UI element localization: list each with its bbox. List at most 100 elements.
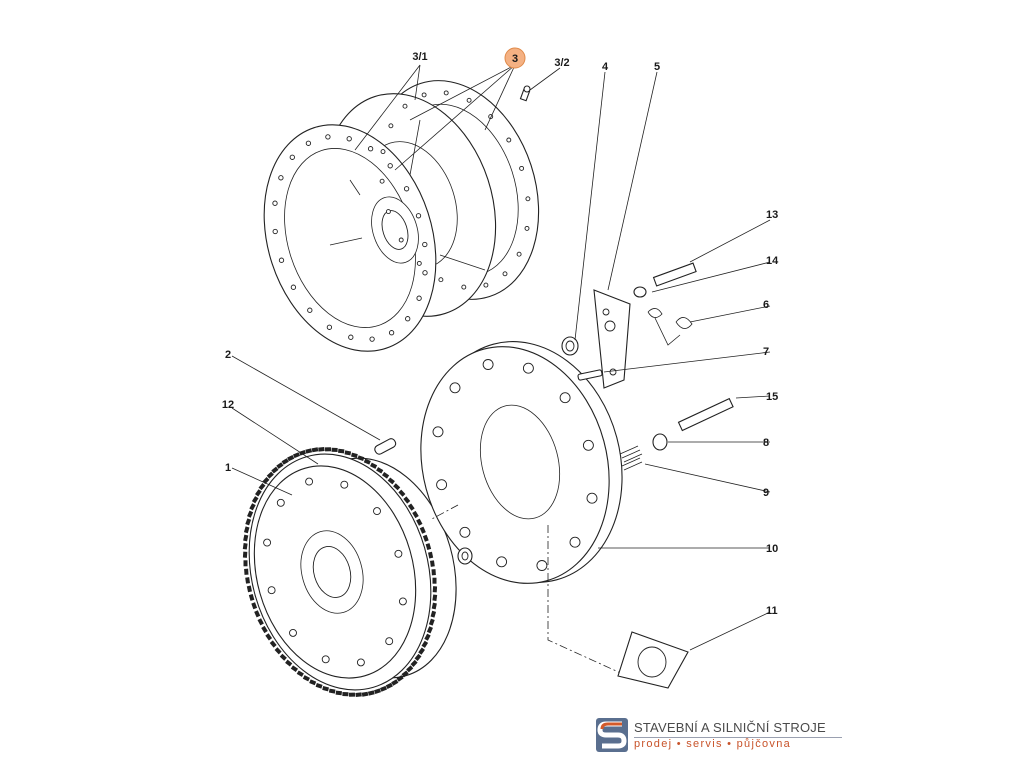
- gear-tooth: [242, 543, 248, 550]
- gear-tooth: [305, 448, 313, 454]
- gear-tooth: [412, 510, 419, 519]
- brand-name: STAVEBNÍ A SILNIČNÍ STROJE: [634, 720, 826, 735]
- rivet-hole: [502, 271, 508, 277]
- gear-tooth: [407, 503, 415, 511]
- callout-8: 8: [763, 437, 769, 449]
- gear-tooth: [379, 685, 388, 692]
- gear-tooth: [245, 518, 252, 526]
- pressure-plate-holes: [432, 359, 598, 571]
- gear-tooth: [258, 483, 266, 491]
- gear-tooth: [416, 518, 423, 526]
- gear-tooth: [255, 489, 262, 497]
- gear-tooth: [249, 503, 256, 511]
- release-lever-bracket: [593, 289, 631, 389]
- callout-highlight: [504, 47, 526, 69]
- rivet-hole: [278, 257, 285, 263]
- gear-tooth: [398, 489, 406, 497]
- callout-1: 1: [225, 462, 231, 474]
- gear-tooth: [431, 602, 437, 610]
- gear-tooth: [432, 594, 438, 601]
- gear-tooth: [351, 452, 358, 458]
- gear-tooth: [254, 610, 261, 618]
- gear-tooth: [348, 692, 356, 697]
- pressure-plate: [420, 341, 623, 584]
- gear-tooth: [376, 467, 384, 474]
- gear-tooth: [403, 496, 411, 504]
- rivet-hole: [524, 225, 530, 231]
- gear-tooth: [422, 534, 429, 542]
- rivet-hole: [379, 178, 385, 184]
- bolt-hole: [385, 637, 394, 646]
- rivet-hole: [387, 163, 393, 169]
- rivet-hole: [461, 284, 467, 290]
- bolt-hole: [569, 536, 581, 548]
- gear-tooth: [374, 688, 381, 695]
- bolt-hole: [559, 392, 571, 404]
- gear-tooth: [261, 625, 268, 634]
- rivet-hole: [402, 103, 408, 109]
- gear-tooth: [418, 647, 425, 655]
- rivet-hole: [422, 270, 428, 276]
- gear-tooth: [311, 447, 319, 453]
- callout-6: 6: [763, 299, 769, 311]
- disc-rivet-holes: [272, 90, 531, 342]
- callout-12: 12: [222, 399, 234, 411]
- rivet-hole: [438, 277, 444, 283]
- bolt-hole: [496, 556, 508, 568]
- rivet-hole: [325, 134, 331, 140]
- bolt-hole: [263, 538, 272, 547]
- gear-tooth: [276, 462, 284, 469]
- gear-tooth: [245, 577, 250, 584]
- bolt-hole: [582, 439, 594, 451]
- bolt-hole: [586, 492, 598, 504]
- gear-tooth: [296, 670, 304, 677]
- bolt-hole: [436, 479, 448, 491]
- gear-tooth: [430, 560, 435, 567]
- callout-14: 14: [766, 255, 779, 267]
- gear-tooth: [247, 510, 254, 518]
- gear-tooth: [421, 640, 429, 648]
- brand-logo-block: STAVEBNÍ A SILNIČNÍ STROJE prodej • serv…: [596, 718, 846, 752]
- gear-tooth: [419, 526, 426, 534]
- rivet-hole: [388, 123, 394, 129]
- gear-tooth: [243, 526, 250, 534]
- callout-5: 5: [654, 61, 660, 73]
- gear-tooth: [331, 447, 338, 453]
- gear-tooth: [357, 455, 365, 462]
- gear-tooth: [324, 447, 332, 452]
- gear-tooth: [265, 633, 273, 641]
- rivet-hole: [443, 90, 449, 96]
- gear-tooth: [370, 462, 378, 469]
- gear-tooth: [242, 551, 248, 558]
- callout-3-2: 3/2: [554, 57, 569, 69]
- gear-tooth: [281, 458, 289, 465]
- rivet-hole: [416, 260, 422, 266]
- bolt-hole: [536, 560, 548, 571]
- gear-tooth: [246, 585, 252, 593]
- spring-6: [647, 308, 693, 346]
- rivet-hole: [326, 324, 333, 330]
- bolt-hole: [432, 426, 444, 438]
- rivet-hole: [278, 175, 284, 181]
- bolt-hole: [276, 498, 285, 507]
- bolt-15: [677, 397, 734, 432]
- gear-tooth: [432, 586, 438, 593]
- gear-tooth: [257, 618, 264, 626]
- gear-tooth: [248, 593, 255, 601]
- gear-tooth: [292, 452, 301, 459]
- pin-7: [577, 369, 603, 381]
- bolt-hole: [394, 549, 403, 558]
- nut-14: [633, 286, 647, 298]
- bolt-hole: [289, 628, 297, 637]
- flywheel: [242, 446, 457, 698]
- callout-4: 4: [602, 61, 609, 73]
- rivet-hole: [305, 140, 312, 146]
- brand-divider: [634, 737, 842, 738]
- bolt-hole: [522, 362, 534, 374]
- gear-tooth: [363, 458, 371, 465]
- rivet-hole: [421, 92, 427, 98]
- gear-tooth: [424, 633, 431, 641]
- rivet-hole: [346, 136, 352, 142]
- spring-9: [619, 445, 643, 471]
